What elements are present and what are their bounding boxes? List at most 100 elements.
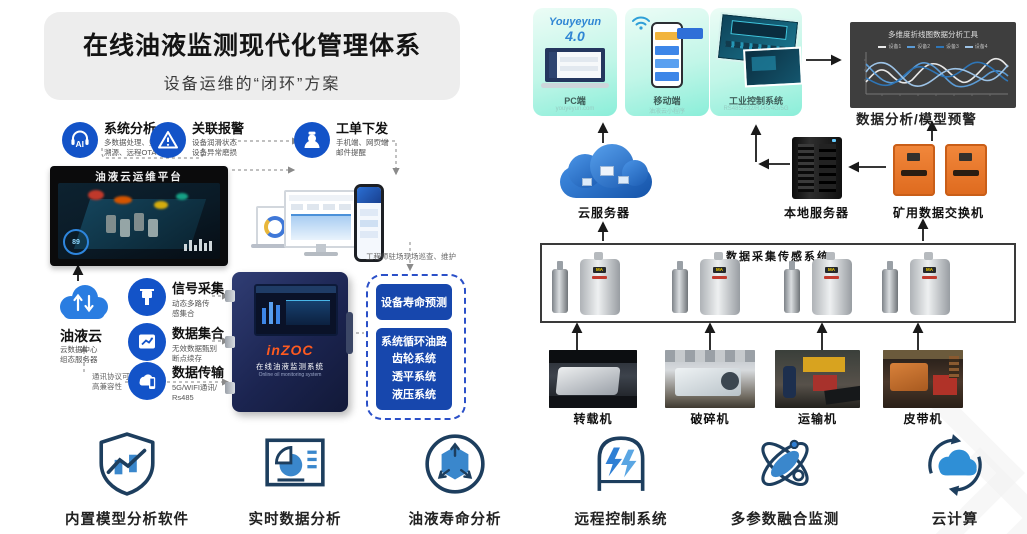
label-strip (592, 276, 607, 279)
phone-row (360, 209, 378, 216)
analysis-chart-title: 多维度折线图数据分析工具 (888, 30, 978, 39)
phone-tile (655, 59, 679, 68)
machine-photo-transporter (775, 350, 860, 408)
unit-screen (907, 153, 920, 161)
feature-label: 关联报警 (192, 121, 245, 136)
area-chart (291, 214, 351, 240)
worker-figure (783, 366, 796, 398)
prediction-box: 设备寿命预测 系统循环油路 齿轮系统 透平系统 液压系统 (366, 274, 466, 420)
worker-icon (294, 122, 330, 158)
power-led (832, 139, 836, 142)
step-label: 信号采集 (172, 281, 225, 296)
oil-cloud-desc: 云数据中心 组态服务器 (60, 345, 98, 364)
step-desc: 无效数据甄别 断点续存 (172, 344, 217, 363)
red-unit (813, 375, 837, 391)
chart-icon (128, 323, 166, 361)
feature-label: 系统分析 (104, 121, 157, 136)
legend-label: 设备4 (974, 44, 988, 50)
brand-version: 4.0 (565, 28, 585, 44)
legend-label: 设备3 (946, 44, 959, 50)
legend-label: 设备1 (888, 44, 902, 50)
sensor-unit: MA (812, 252, 852, 315)
unit-screen (959, 153, 972, 161)
card-label: 工业控制系统 (728, 96, 783, 106)
exchanger-unit (945, 144, 987, 196)
factory-floor (73, 199, 207, 249)
antenna (346, 312, 353, 354)
feature-desc: 手机端、网页端 邮件提醒 (336, 138, 389, 158)
unit-slot (901, 170, 927, 176)
platform-3d-scene: 89 (58, 183, 220, 259)
exchanger-unit (893, 144, 935, 196)
terminal-cluster (251, 184, 386, 266)
platform-dashboard: 油液云运维平台 89 (50, 166, 228, 266)
card-label: PC端 (564, 96, 586, 106)
kpi-row (291, 204, 351, 210)
score-badge: 89 (63, 229, 89, 255)
monitor-pie-icon (265, 438, 325, 487)
screen-bar (276, 305, 280, 324)
oil-sensor (882, 261, 898, 313)
bottom-feature-cloud: 云计算 (880, 431, 1027, 529)
mini-row (560, 57, 598, 62)
screen-chart (286, 300, 330, 325)
oil-sensor (552, 261, 568, 313)
vent-slots (798, 144, 814, 192)
local-server-label: 本地服务器 (784, 206, 850, 220)
wifi-icon (632, 16, 650, 30)
machine-label: 转载机 (573, 412, 613, 426)
card-sub: 油液云小程序 (648, 109, 685, 115)
sensor-unit: MA (700, 252, 740, 315)
sensor-unit: MA (910, 252, 950, 315)
phone-tile (655, 32, 679, 40)
card-industrial: 工业控制系统 RS485/232/RJ45/4G/5G (710, 8, 802, 116)
chart-legend: 设备1 设备2 设备3 设备4 (850, 43, 1016, 50)
big-screen (730, 20, 788, 40)
phone (354, 184, 384, 262)
bottom-feature-model: 内置模型分析软件 (52, 431, 202, 529)
donut-chart (264, 216, 286, 238)
label-strip (824, 276, 839, 279)
ai-headset-icon: AI (62, 122, 98, 158)
lightning-dome-icon (597, 436, 645, 491)
bar (204, 243, 207, 251)
step-data-transmit: 数据传输 5G/WIFI通讯/ Rs485 (128, 362, 228, 403)
step-desc: 动态多路传 感集合 (172, 299, 210, 318)
protocol-note: 通讯协议可选 高兼容性 (92, 372, 137, 392)
mini-sidebar (549, 52, 557, 78)
sensor-pair: MA (552, 252, 624, 317)
sensor-icon (128, 278, 166, 316)
drive-bays (819, 144, 836, 192)
mount-clamp (225, 382, 235, 394)
title-card: 在线油液监测现代化管理体系 设备运维的“闭环”方案 (44, 12, 460, 100)
engineer-note: 工程师驻场现场巡查、维护 (366, 252, 456, 261)
chip (582, 178, 592, 186)
machine-photo-belt (883, 350, 963, 408)
bar (189, 240, 192, 251)
svg-text:AI: AI (76, 139, 85, 149)
bottom-feature-realtime: 实时数据分析 (220, 431, 370, 529)
page-subtitle: 设备运维的“闭环”方案 (163, 76, 341, 93)
card-mobile: 移动端 油液云小程序 (625, 8, 709, 116)
cloud-server-label: 云服务器 (578, 206, 631, 220)
alert-triangle-icon (150, 122, 186, 158)
control-room-photo (743, 46, 802, 88)
canopy (549, 350, 637, 363)
mini-app-panel (549, 52, 601, 78)
phone-row (360, 220, 378, 227)
chat-callout (677, 28, 703, 39)
screen-bar (269, 302, 273, 324)
feature-desc: 多数据处理、数据 溯源、远程OTA (104, 138, 164, 158)
machine-label: 破碎机 (690, 412, 730, 426)
card-sub: youyeyun.com (555, 106, 595, 112)
phone-header (357, 187, 381, 203)
mini-row (560, 66, 598, 71)
device-name-en: Online oil monitoring system (258, 372, 322, 378)
feature-desc: 设备润滑状态 设备异常磨损 (192, 138, 237, 158)
line-chart (864, 52, 1009, 96)
bottom-feature-label: 云计算 (931, 512, 979, 528)
drum (721, 372, 739, 390)
cloud-sync-icon (928, 434, 982, 496)
exchanger-label: 矿用数据交换机 (893, 206, 985, 220)
